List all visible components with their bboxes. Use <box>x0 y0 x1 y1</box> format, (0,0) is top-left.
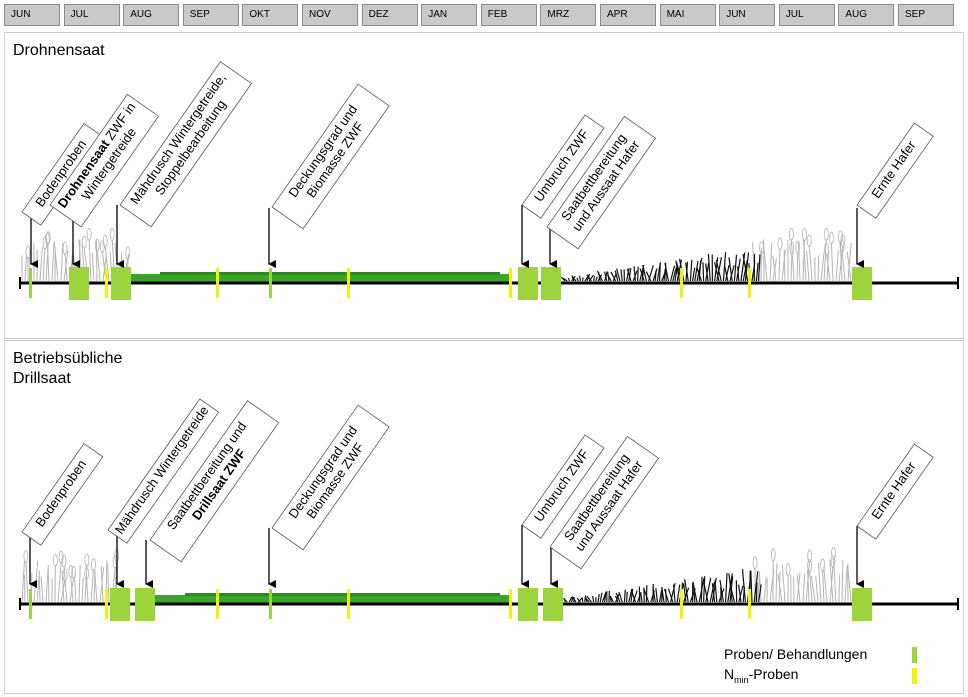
annotation-frame-bottom-5 <box>549 435 660 570</box>
legend-treatments-swatch <box>912 647 917 663</box>
cover-crop-bottom <box>155 595 510 603</box>
nmin-mark-bottom-4 <box>680 589 683 619</box>
nmin-mark-top-0 <box>105 268 108 298</box>
annotation-box-top-2: Mähdrusch Wintergetreide,Stoppelbearbeit… <box>119 61 253 228</box>
annotation-frame-top-4 <box>521 114 605 219</box>
panel-title-drillsaat-line2: Drillsaat <box>13 370 71 387</box>
month-apr-10: APR <box>600 4 656 26</box>
month-jun-12: JUN <box>719 4 776 26</box>
annotation-text-bottom-0-0: Bodenproben <box>32 457 89 530</box>
panel-title-drillsaat-line1: Betriebsübliche <box>13 350 123 367</box>
month-sep-3: SEP <box>182 4 239 26</box>
annotation-box-top-6: Ernte Hafer <box>856 122 934 219</box>
annotation-bottom-6: Ernte Hafer <box>856 443 934 588</box>
month-sep-15: SEP <box>898 4 954 26</box>
annotation-frame-bottom-0 <box>21 442 104 546</box>
annotation-top-6: Ernte Hafer <box>856 122 934 268</box>
annotation-box-bottom-0: Bodenproben <box>21 442 104 546</box>
annotation-frame-top-3 <box>271 83 390 230</box>
month-jun-0: JUN <box>4 4 60 26</box>
annotation-frame-top-5 <box>546 115 657 250</box>
legend-nmin-label: Nmin-Proben <box>724 666 799 685</box>
month-dez-6: DEZ <box>361 4 418 26</box>
annotation-frame-bottom-3 <box>271 404 390 551</box>
annotation-frame-bottom-2 <box>149 400 280 563</box>
annotation-frame-top-6 <box>856 122 934 219</box>
treatment-mark-top-1 <box>269 268 272 298</box>
panel-drillsaat: Betriebsübliche Drillsaat <box>4 340 964 694</box>
cover-crop-top-top <box>160 272 500 275</box>
legend-nmin-swatch <box>912 668 917 684</box>
annotation-frame-top-1 <box>49 93 160 228</box>
annotation-frame-bottom-6 <box>856 443 934 540</box>
treatment-block-bottom-4 <box>852 588 872 621</box>
annotation-frame-bottom-1 <box>107 398 220 544</box>
nmin-mark-top-3 <box>509 268 512 298</box>
treatment-block-top-3 <box>541 267 561 300</box>
treatment-mark-bottom-0 <box>29 589 32 619</box>
month-jul-1: JUL <box>63 4 120 26</box>
treatment-mark-top-0 <box>29 268 32 298</box>
month-jul-13: JUL <box>778 4 835 26</box>
annotation-frame-bottom-4 <box>521 434 605 539</box>
vegetation-top <box>21 227 852 282</box>
cover-crop-top-bottom <box>185 593 500 596</box>
treatment-block-bottom-2 <box>518 588 538 621</box>
vegetation-bottom <box>21 546 852 603</box>
nmin-mark-bottom-3 <box>509 589 512 619</box>
annotation-frame-top-2 <box>119 61 253 228</box>
treatment-block-bottom-3 <box>543 588 563 621</box>
cover-crop-top <box>130 274 510 282</box>
treatment-mark-bottom-1 <box>269 589 272 619</box>
nmin-mark-bottom-2 <box>347 589 350 619</box>
treatment-block-bottom-1 <box>135 588 155 621</box>
treatment-block-top-1 <box>111 267 131 300</box>
month-feb-8: FEB <box>480 4 537 26</box>
treatment-block-top-4 <box>852 267 872 300</box>
annotation-box-bottom-6: Ernte Hafer <box>856 443 934 540</box>
nmin-mark-bottom-0 <box>105 589 108 619</box>
month-okt-4: OKT <box>242 4 299 26</box>
nmin-mark-top-2 <box>347 268 350 298</box>
treatment-block-top-2 <box>518 267 538 300</box>
nmin-mark-bottom-5 <box>748 589 751 619</box>
month-aug-14: AUG <box>838 4 895 26</box>
month-mrz-9: MRZ <box>540 4 597 26</box>
treatment-block-top-0 <box>69 267 89 300</box>
month-nov-5: NOV <box>302 4 358 26</box>
nmin-mark-top-4 <box>680 268 683 298</box>
nmin-mark-top-1 <box>216 268 219 298</box>
month-aug-2: AUG <box>123 4 180 26</box>
legend: Proben/ Behandlungen Nmin-Proben <box>724 646 934 686</box>
nmin-mark-top-5 <box>748 268 751 298</box>
panel-title-drohnensaat: Drohnensaat <box>13 42 105 59</box>
treatment-block-bottom-0 <box>110 588 130 621</box>
legend-treatments-label: Proben/ Behandlungen <box>724 646 868 662</box>
month-jan-7: JAN <box>421 4 478 26</box>
month-mai-11: MAI <box>659 4 716 26</box>
annotation-bottom-0: Bodenproben <box>21 442 104 588</box>
nmin-mark-bottom-1 <box>216 589 219 619</box>
annotation-top-2: Mähdrusch Wintergetreide,Stoppelbearbeit… <box>116 61 253 268</box>
